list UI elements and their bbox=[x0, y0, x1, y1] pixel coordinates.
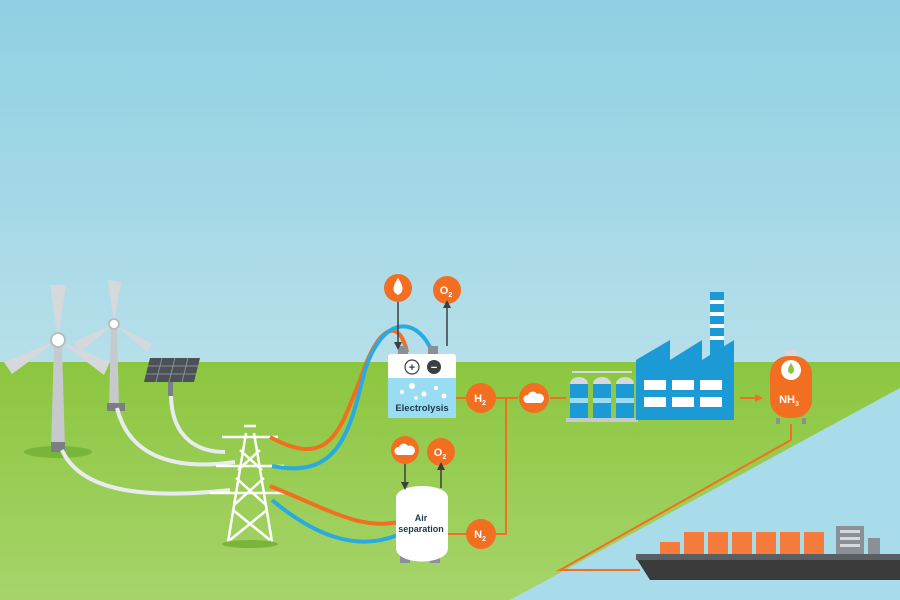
air-separation-unit bbox=[396, 486, 448, 563]
hydrogen-node bbox=[466, 383, 496, 413]
process-lines bbox=[448, 397, 566, 535]
electrolysis-label: Electrolysis bbox=[395, 403, 448, 414]
cargo-ship bbox=[636, 526, 900, 580]
export-pipeline bbox=[556, 424, 792, 571]
sea bbox=[510, 388, 900, 600]
oxygen-icon bbox=[427, 438, 455, 488]
cloud-icon bbox=[391, 436, 419, 490]
oxygen-icon bbox=[433, 276, 461, 346]
solar-panel bbox=[144, 357, 200, 396]
water-drop-icon bbox=[384, 274, 412, 350]
wind-turbine-large bbox=[4, 285, 110, 458]
storage-tanks bbox=[566, 371, 638, 422]
factory-output-line bbox=[740, 394, 763, 402]
power-cables bbox=[60, 395, 236, 496]
electrolysis-unit bbox=[388, 346, 456, 418]
minus-terminal-label: − bbox=[431, 362, 437, 374]
oxygen-label-air-separation: O2 bbox=[434, 447, 447, 461]
wind-turbine-small bbox=[74, 280, 152, 411]
pylon-feed-lines bbox=[269, 324, 434, 544]
hydrogen-label: H2 bbox=[474, 393, 486, 407]
plus-terminal-label: + bbox=[409, 362, 415, 374]
ammonia-tank bbox=[770, 350, 812, 424]
nitrogen-node bbox=[466, 519, 496, 549]
factory bbox=[636, 292, 734, 420]
cloud-icon bbox=[519, 383, 549, 413]
ammonia-label: NH3 bbox=[779, 394, 799, 408]
pylon-shadow bbox=[222, 540, 278, 548]
oxygen-label-electrolysis: O2 bbox=[440, 285, 453, 299]
nitrogen-label: N2 bbox=[474, 529, 486, 543]
